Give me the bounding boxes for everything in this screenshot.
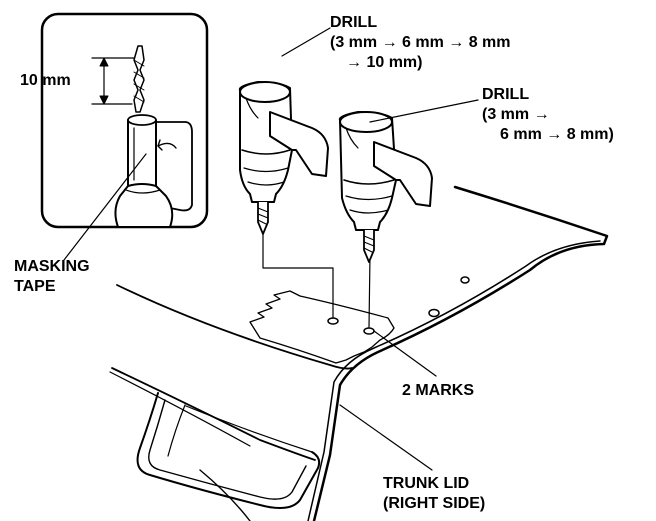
masking-tape	[249, 290, 395, 364]
leader-lines	[63, 27, 479, 471]
masking-tape-line1: MASKING	[14, 258, 90, 275]
drill-2-title: DRILL	[482, 86, 530, 103]
drill-2-sizes-line1: (3 mm →	[482, 106, 550, 123]
trunk-lid-line1: TRUNK LID	[383, 475, 470, 492]
trunk-lid-line2: (RIGHT SIDE)	[383, 495, 486, 512]
trunk-lid	[109, 185, 609, 521]
inset-detail	[40, 12, 209, 229]
drill-1	[238, 81, 329, 235]
drill-1-sizes-line2: → 10 mm)	[346, 54, 423, 71]
two-marks-label: 2 MARKS	[402, 382, 475, 399]
alignment-lines	[262, 229, 371, 328]
masking-tape-line2: TAPE	[14, 278, 56, 295]
drill-1-sizes-line1: (3 mm → 6 mm → 8 mm	[330, 34, 511, 51]
dimension-label-10mm: 10 mm	[20, 72, 71, 89]
drill-1-title: DRILL	[330, 14, 378, 31]
drill-2-sizes-line2: 6 mm → 8 mm)	[500, 126, 614, 143]
drill-2	[338, 111, 433, 263]
